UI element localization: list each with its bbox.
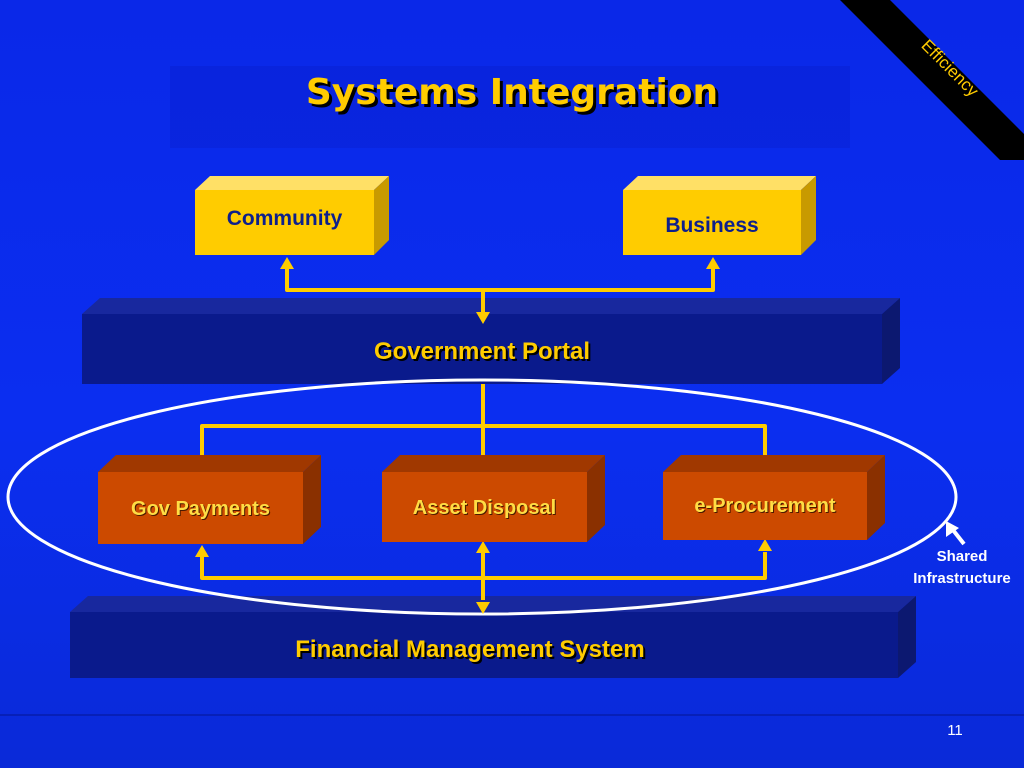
arrow-up-e-procurement <box>758 539 772 551</box>
title-band <box>170 66 850 148</box>
arrow-down-financial <box>476 602 490 614</box>
arrow-down-portal <box>476 312 490 324</box>
government-portal-band <box>82 298 900 384</box>
shared-infrastructure-label: Shared Infrastructure <box>913 548 1011 587</box>
footer-divider <box>0 714 1024 716</box>
e-procurement-box <box>663 455 885 540</box>
financial-management-label: Financial Management System <box>295 636 645 663</box>
business-label: Business <box>665 214 759 237</box>
gov-payments-box <box>98 455 321 544</box>
shared-infrastructure-ellipse <box>6 378 958 616</box>
efficiency-corner-banner: Efficiency <box>840 0 1024 160</box>
business-box <box>623 176 816 255</box>
page-number: 11 <box>947 722 963 739</box>
gov-payments-label: Gov Payments <box>131 498 270 520</box>
community-label: Community <box>226 207 343 230</box>
asset-disposal-label: Asset Disposal <box>412 497 557 519</box>
arrow-up-community <box>280 257 294 269</box>
shared-infrastructure-arrow <box>946 521 966 546</box>
community-box <box>195 176 389 255</box>
arrow-up-business <box>706 257 720 269</box>
connector-lines <box>200 268 767 600</box>
e-procurement-label: e-Procurement <box>694 495 836 517</box>
slide-title: Systems Integration <box>305 72 719 113</box>
arrow-up-gov-payments <box>195 545 209 557</box>
financial-management-band <box>70 596 916 678</box>
arrow-up-asset-disposal <box>476 541 490 553</box>
government-portal-label: Government Portal <box>373 338 591 365</box>
asset-disposal-box <box>382 455 605 542</box>
